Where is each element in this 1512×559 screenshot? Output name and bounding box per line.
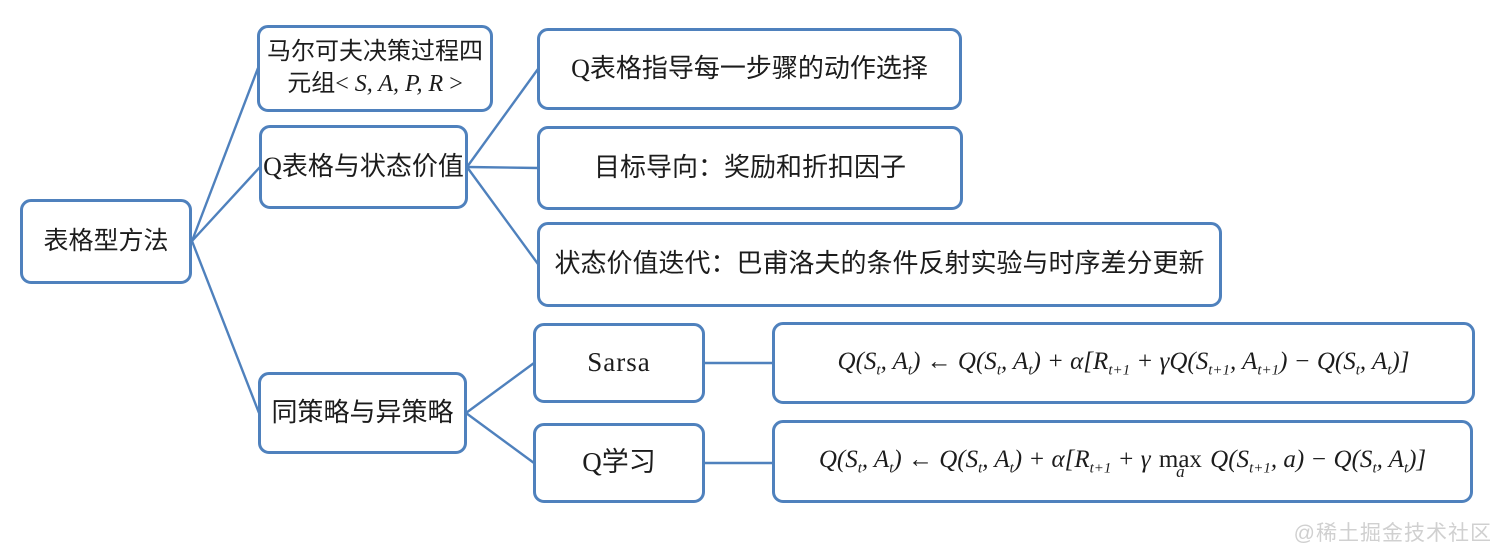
node-goal-oriented: 目标导向：奖励和折扣因子	[537, 126, 963, 210]
edge-root-policy	[190, 240, 261, 414]
watermark: @稀土掘金技术社区	[1293, 522, 1492, 545]
node-label: Q学习	[582, 447, 656, 478]
node-on-policy-off-policy: 同策略与异策略	[258, 372, 467, 454]
node-qtable-action-selection: Q表格指导每一步骤的动作选择	[537, 28, 962, 110]
node-qtable-state-value: Q表格与状态价值	[259, 125, 468, 209]
edge-qtable-action	[466, 68, 539, 168]
sarsa-formula: Q(St, At) ← Q(St, At) + α[Rt+1 + γQ(St+1…	[837, 347, 1410, 379]
node-state-value-iteration: 状态价值迭代：巴甫洛夫的条件反射实验与时序差分更新	[537, 222, 1222, 307]
node-label: Q表格与状态价值	[263, 151, 464, 181]
node-label: 同策略与异策略	[271, 397, 454, 427]
node-label-line1: 马尔可夫决策过程四	[267, 38, 483, 65]
node-label: Q表格指导每一步骤的动作选择	[571, 53, 928, 83]
edge-qtable-goal	[466, 165, 539, 170]
edge-qtable-valueiter	[466, 166, 539, 265]
node-label: 状态价值迭代：巴甫洛夫的条件反射实验与时序差分更新	[554, 249, 1205, 279]
node-sarsa: Sarsa	[533, 323, 705, 403]
edge-policy-sarsa	[465, 362, 535, 414]
edge-root-mdp	[190, 67, 260, 242]
node-mdp-tuple: 马尔可夫决策过程四 元组< S, A, P, R >	[257, 25, 493, 112]
node-q-learning: Q学习	[533, 423, 705, 503]
node-label: 目标导向：奖励和折扣因子	[593, 152, 906, 182]
node-sarsa-update-formula: Q(St, At) ← Q(St, At) + α[Rt+1 + γQ(St+1…	[772, 322, 1475, 404]
node-label-line2: 元组< S, A, P, R >	[287, 70, 463, 97]
node-label: Sarsa	[587, 347, 651, 378]
edge-policy-qlearning	[465, 412, 535, 464]
edge-root-qtable	[191, 166, 261, 242]
node-label: 表格型方法	[43, 228, 169, 255]
node-tabular-methods: 表格型方法	[20, 199, 192, 284]
